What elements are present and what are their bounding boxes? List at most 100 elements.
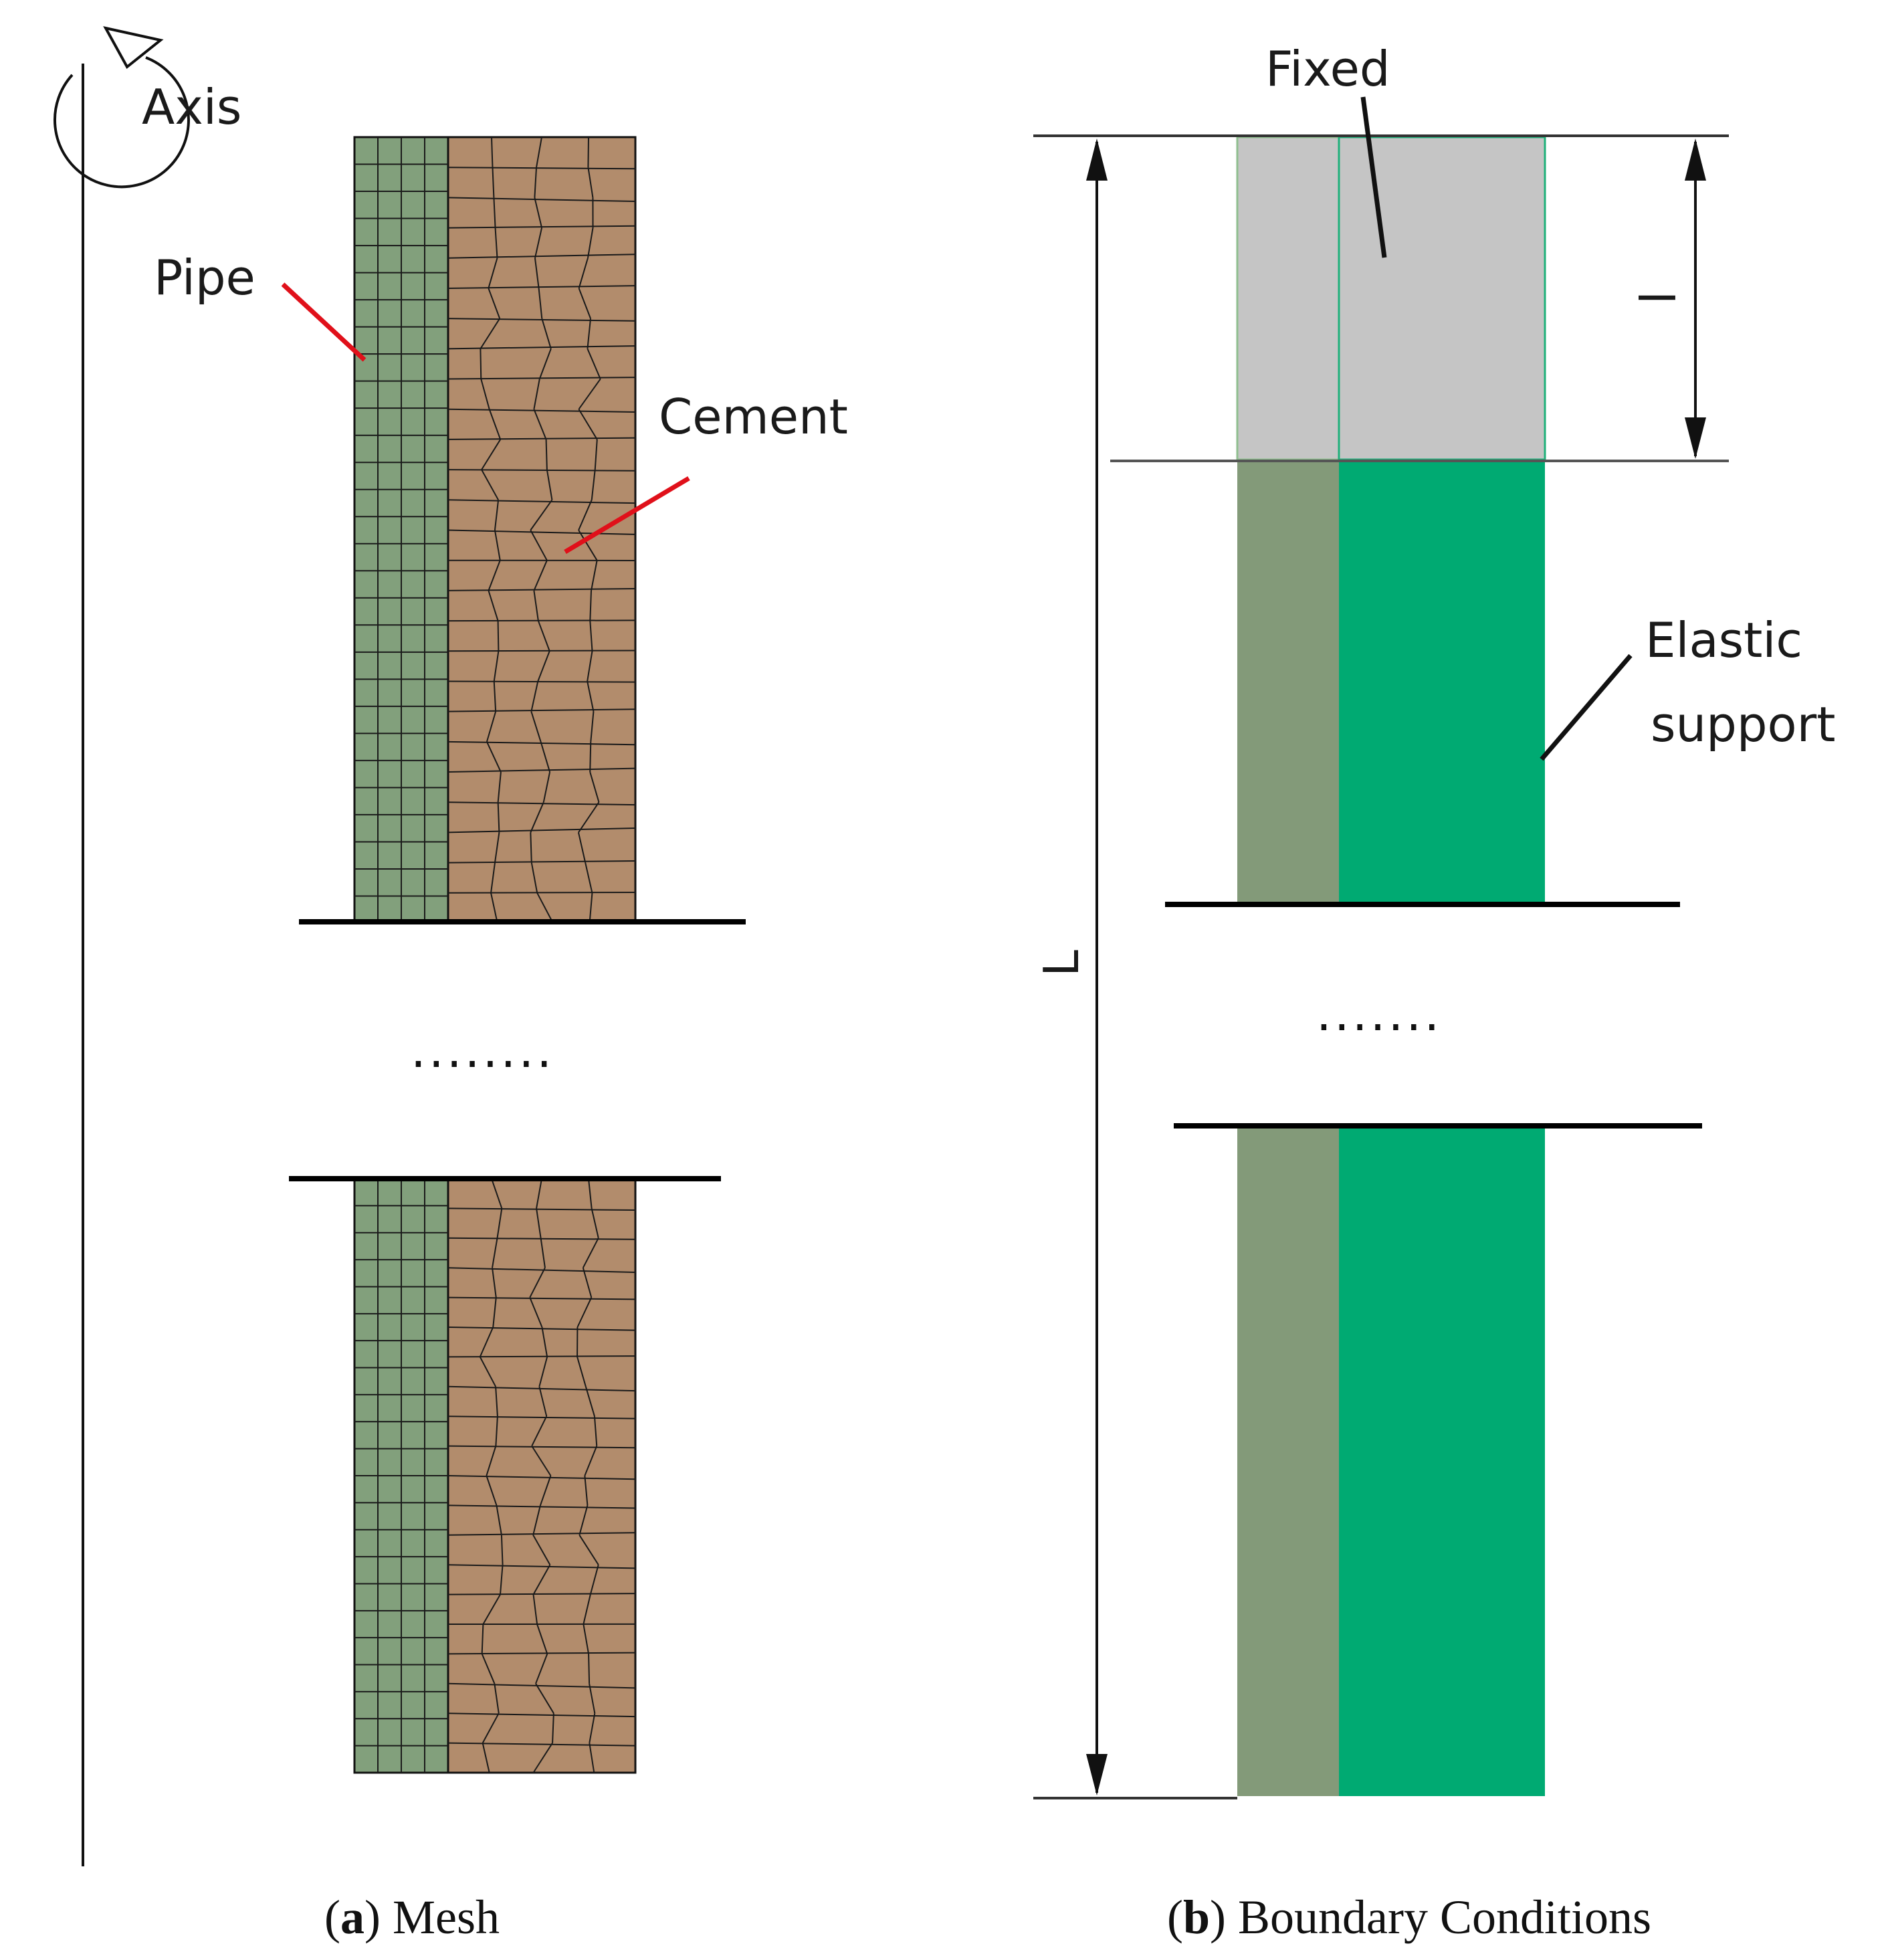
cement-mesh-column (532, 1743, 553, 1773)
cement-mesh-column (591, 470, 596, 500)
fixed-zone-pipe (1236, 136, 1340, 461)
cement-mesh-column (532, 1594, 538, 1625)
cement-mesh-column (534, 227, 543, 258)
cement-mesh-column (494, 1683, 500, 1714)
cement-mesh-row (447, 827, 636, 834)
cement-mesh-column (482, 1743, 490, 1773)
cement-mesh-column (492, 1297, 497, 1328)
cement-mesh-column (530, 862, 538, 893)
cement-mesh-column (497, 802, 500, 833)
cement-mesh-column (486, 1475, 498, 1506)
cement-mesh-row (447, 801, 636, 806)
cement-mesh-row (447, 345, 636, 350)
cement-mesh-column (495, 1416, 498, 1446)
fixed-zone-cement (1338, 136, 1546, 461)
elastic-label-line2: support (1651, 696, 1835, 753)
cement-mesh-row (447, 437, 636, 440)
cement-mesh-column (491, 1178, 503, 1209)
cement-mesh-column (530, 801, 544, 833)
cement-mesh-column (589, 771, 600, 803)
cement-mesh-column (582, 1238, 599, 1268)
cement-mesh-column (578, 288, 591, 319)
pipe-label: Pipe (154, 250, 255, 306)
cement-mesh-column (488, 288, 501, 319)
cement-mesh-row (447, 588, 636, 591)
cement-mesh-column (534, 197, 543, 228)
cement-mesh-row (447, 254, 636, 259)
cement-mesh-column (577, 1357, 587, 1387)
cement-mesh-row (447, 285, 636, 289)
cement-mesh-column (488, 409, 502, 440)
cement-mesh-row (447, 767, 636, 773)
cement-mesh-column (578, 378, 601, 410)
cement-mesh-column (480, 318, 500, 349)
axis-label: Axis (142, 79, 241, 135)
cement-mesh-column (490, 862, 496, 893)
elastic-leader-line (1540, 654, 1633, 761)
cement-leader-line (564, 476, 690, 555)
dimension-arrow-fixed-top (1685, 138, 1706, 181)
cement-mesh-row (447, 1267, 636, 1273)
cement-mesh-column (536, 1178, 542, 1209)
cement-mesh-row (447, 1355, 636, 1358)
cement-mesh-column (481, 1624, 484, 1654)
cement-mesh-column (499, 1565, 504, 1595)
cement-mesh-row (447, 708, 636, 712)
cement-mesh-row (447, 1532, 636, 1536)
cement-mesh-column (533, 590, 539, 621)
cement-mesh-column (530, 681, 539, 712)
cement-mesh-column (584, 1446, 598, 1476)
cement-mesh-column (535, 1683, 554, 1714)
cement-mesh-column (540, 741, 551, 773)
cement-mesh-column (589, 741, 592, 773)
cement-mesh-column (481, 469, 499, 500)
pipe-leader-line (281, 282, 367, 362)
cement-mesh-row (447, 1385, 636, 1392)
cement-mesh-column (537, 650, 550, 682)
cement-mesh-row (447, 1296, 636, 1300)
dimension-label-fixed: l (1631, 291, 1687, 304)
cement-mesh-column (494, 227, 498, 258)
dimension-arrow-fixed-bottom (1685, 417, 1706, 459)
cement-mesh-row (447, 1237, 636, 1240)
cement-mesh-column (585, 1386, 595, 1417)
cement-mesh-column (552, 1713, 554, 1743)
cement-mesh-column (493, 681, 497, 712)
mesh-grid-lower (354, 1178, 636, 1773)
cement-mesh-row (447, 1475, 636, 1480)
cement-mesh-column (578, 409, 598, 440)
cement-mesh-column (593, 1416, 598, 1446)
cement-mesh-column (497, 771, 502, 803)
cement-mesh-column (532, 1535, 551, 1565)
cement-mesh-column (486, 711, 497, 743)
cement-mesh-row (447, 1207, 636, 1211)
cement-mesh-column (535, 1654, 548, 1684)
cement-mesh-column (493, 651, 500, 682)
cement-mesh-column (583, 1594, 591, 1625)
cement-mesh-row (447, 408, 636, 413)
cement-mesh-column (587, 681, 595, 712)
cement-mesh-column (496, 1505, 502, 1535)
cement-mesh-row (447, 1564, 636, 1569)
cement-mesh-column (532, 1505, 541, 1536)
cement-mesh-column (539, 1475, 552, 1506)
cement-mesh-column (594, 439, 598, 470)
caption-a: (a) Mesh (324, 1890, 500, 1944)
cement-mesh-column (533, 560, 548, 591)
cement-mesh-column (480, 379, 490, 409)
cement-mesh-column (482, 1712, 500, 1744)
cement-mesh-column (589, 590, 592, 621)
cement-mesh-column (584, 1475, 589, 1506)
cement-mesh-column (578, 499, 593, 530)
cement-mesh-column (492, 1238, 498, 1268)
elastic-label-line1: Elastic (1645, 612, 1802, 668)
cement-mesh-column (492, 1268, 497, 1298)
cement-mesh-column (579, 1505, 589, 1536)
elastic-zone-pipe-lower (1237, 1124, 1339, 1796)
cement-mesh-column (481, 439, 502, 470)
rotation-arrowhead-icon (103, 26, 164, 70)
cement-mesh-column (533, 409, 547, 440)
cement-mesh-column (494, 832, 500, 863)
cement-mesh-column (577, 1297, 593, 1328)
